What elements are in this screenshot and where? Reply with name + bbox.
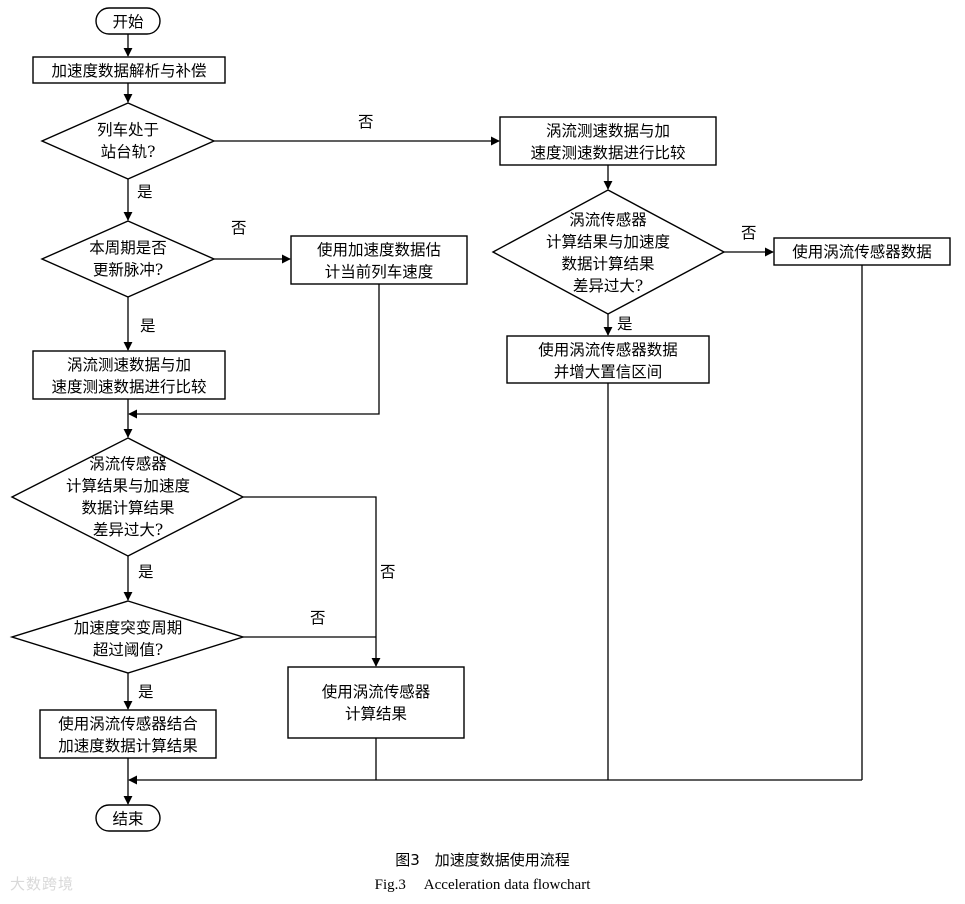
diff-right-label-4: 差异过大? xyxy=(573,277,643,295)
diff-left-label-1: 涡流传感器 xyxy=(89,455,167,473)
edge-label-station-yes: 是 xyxy=(137,183,153,201)
station-label-2: 站台轨? xyxy=(101,143,156,161)
diff-right-label-2: 计算结果与加速度 xyxy=(546,232,670,251)
parse-label: 加速度数据解析与补偿 xyxy=(51,62,206,80)
use-eddy-label: 使用涡流传感器数据 xyxy=(792,243,932,261)
edge-label-cycle-yes: 是 xyxy=(140,317,156,335)
parse-box xyxy=(32,56,226,84)
arrow-diff-left-no xyxy=(243,496,381,667)
edge-label-diff-left-yes: 是 xyxy=(138,563,154,581)
edge-label-diff-right-yes: 是 xyxy=(617,315,633,333)
combine-label-2: 加速度数据计算结果 xyxy=(58,736,198,755)
eddy-result-box xyxy=(287,666,465,739)
mutation-decision xyxy=(9,600,246,674)
estimate-label-2: 计当前列车速度 xyxy=(325,263,434,281)
combine-label-1: 使用涡流传感器结合 xyxy=(58,715,198,733)
watermark: 大数跨境 xyxy=(10,875,75,893)
end-terminal xyxy=(95,804,161,832)
diff-right-label-1: 涡流传感器 xyxy=(569,211,647,229)
diff-left-label-4: 差异过大? xyxy=(93,521,163,539)
cycle-decision xyxy=(40,220,216,298)
compare-right-label-2: 速度测速数据进行比较 xyxy=(530,144,685,162)
diff-left-label-3: 数据计算结果 xyxy=(81,498,174,517)
end-label: 结束 xyxy=(112,810,143,828)
cycle-label-1: 本周期是否 xyxy=(89,239,167,257)
use-eddy-conf-label-2: 并增大置信区间 xyxy=(554,363,663,381)
cycle-label-2: 更新脉冲? xyxy=(93,261,163,279)
mutation-label-1: 加速度突变周期 xyxy=(74,619,183,637)
eddy-result-label-1: 使用涡流传感器 xyxy=(322,683,431,701)
eddy-result-label-2: 计算结果 xyxy=(345,704,407,723)
mutation-label-2: 超过阈值? xyxy=(93,641,163,659)
edge-label-diff-right-no: 否 xyxy=(741,224,757,242)
compare-left-box xyxy=(32,350,226,400)
diff-left-label-2: 计算结果与加速度 xyxy=(66,476,190,495)
compare-left-label-2: 速度测速数据进行比较 xyxy=(51,378,206,396)
station-decision xyxy=(40,102,216,180)
estimate-label-1: 使用加速度数据估 xyxy=(317,241,441,259)
figure-caption-cn: 图3 加速度数据使用流程 xyxy=(395,851,570,869)
use-eddy-conf-label-1: 使用涡流传感器数据 xyxy=(538,341,678,359)
arrow-estimate-return xyxy=(128,284,380,419)
diff-right-decision xyxy=(491,189,726,315)
edge-label-mutation-yes: 是 xyxy=(138,683,154,701)
edge-label-station-no: 否 xyxy=(358,113,374,131)
diff-right-label-3: 数据计算结果 xyxy=(561,254,654,273)
start-label: 开始 xyxy=(112,13,144,31)
edge-label-cycle-no: 否 xyxy=(231,219,247,237)
figure-caption-en: Fig.3 Acceleration data flowchart xyxy=(374,877,591,893)
compare-right-label-1: 涡流测速数据与加 xyxy=(546,122,670,140)
edge-label-mutation-no: 否 xyxy=(310,609,326,627)
station-label-1: 列车处于 xyxy=(97,121,159,139)
edge-label-diff-left-no: 否 xyxy=(380,563,396,581)
compare-left-label-1: 涡流测速数据与加 xyxy=(67,356,191,374)
